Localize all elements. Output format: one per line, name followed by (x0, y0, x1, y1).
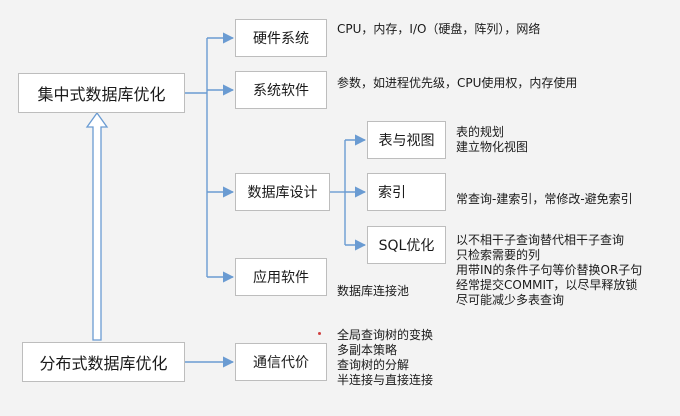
note-index: 常查询-建索引，常修改-避免索引 (456, 192, 633, 206)
sub-sql-optimization: SQL优化 (367, 226, 446, 264)
branch-communication-cost: 通信代价 (235, 343, 327, 381)
note-sql-optimization: 以不相干子查询替代相干子查询 只检索需要的列 用带IN的条件子句等价替换OR子句… (456, 233, 642, 308)
note-line: 经常提交COMMIT，以尽早释放锁 (456, 278, 638, 292)
note-system-software: 参数，如进程优先级，CPU使用权，内存使用 (337, 76, 578, 90)
note-line: 半连接与直接连接 (337, 373, 434, 387)
branch-database-design: 数据库设计 (235, 173, 330, 211)
root-distributed-db-optimization: 分布式数据库优化 (22, 342, 185, 382)
branch-hardware-system: 硬件系统 (235, 19, 327, 57)
note-application-software: 数据库连接池 (337, 284, 410, 298)
sub-index: 索引 (367, 173, 446, 211)
sub-table-and-view: 表与视图 (367, 121, 446, 159)
branch-application-software: 应用软件 (235, 258, 327, 296)
note-line: 尽可能减少多表查询 (456, 293, 565, 307)
branch-system-software: 系统软件 (235, 71, 327, 109)
note-line: 查询树的分解 (337, 358, 410, 372)
note-line: 表的规划 (456, 125, 505, 139)
note-line: 以不相干子查询替代相干子查询 (456, 233, 625, 247)
note-table-and-view: 表的规划 建立物化视图 (456, 125, 528, 155)
stray-dot (318, 332, 321, 335)
root-centralized-db-optimization: 集中式数据库优化 (18, 73, 185, 113)
note-line: 全局查询树的变换 (337, 328, 434, 342)
note-line: 用带IN的条件子句等价替换OR子句 (456, 263, 643, 277)
upward-hollow-arrow (85, 111, 109, 341)
note-communication-cost: 全局查询树的变换 多副本策略 查询树的分解 半连接与直接连接 (337, 328, 433, 388)
note-line: 只检索需要的列 (456, 248, 541, 262)
note-line: 建立物化视图 (456, 140, 529, 154)
note-hardware: CPU，内存，I/O（硬盘，阵列），网络 (337, 22, 541, 36)
note-line: 多副本策略 (337, 343, 398, 357)
